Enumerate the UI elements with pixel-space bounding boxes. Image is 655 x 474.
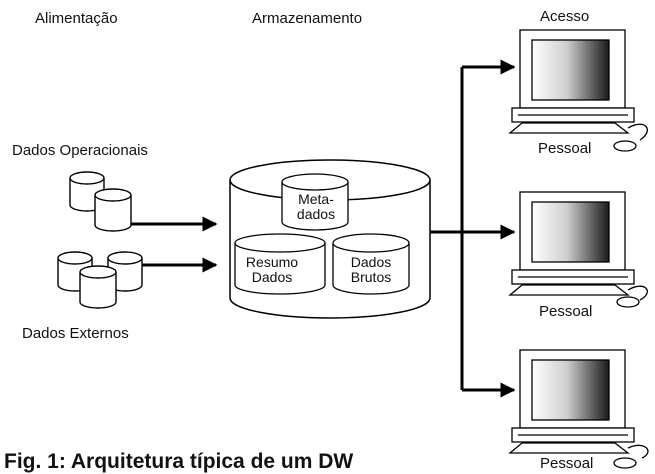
- label-external-data: Dados Externos: [22, 325, 129, 342]
- computer-icon: [508, 349, 649, 469]
- db-icon: [57, 251, 93, 292]
- db-icon: [69, 171, 105, 212]
- label-client-1: Pessoal: [538, 140, 592, 157]
- distribution-lines: [430, 59, 516, 398]
- computer-icon: [508, 29, 648, 152]
- header-storage: Armazenamento: [252, 10, 363, 27]
- label-metadata: Meta- dados: [296, 191, 336, 222]
- label-client-2: Pessoal: [539, 303, 593, 320]
- figure-caption: Fig. 1: Arquitetura típica de um DW: [4, 450, 354, 473]
- header-feed: Alimentação: [35, 10, 118, 27]
- label-client-3: Pessoal: [540, 455, 594, 472]
- db-icon: [79, 265, 117, 309]
- db-icon: [94, 188, 132, 232]
- metadata-cylinder: [281, 173, 349, 231]
- label-raw-data: Dados Brutos: [350, 254, 392, 285]
- external-db-group: [57, 251, 143, 309]
- header-access: Acesso: [540, 8, 590, 25]
- summary-cylinder: [234, 233, 326, 295]
- operational-db-group: [69, 171, 132, 232]
- raw-cylinder: [332, 233, 410, 295]
- computer-icon: [508, 191, 648, 308]
- label-operational-data: Dados Operacionais: [12, 142, 148, 159]
- label-summary-data: Resumo Dados: [245, 254, 299, 285]
